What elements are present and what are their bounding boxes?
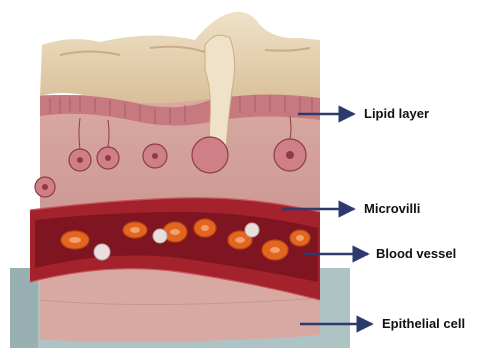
label-blood-vessel: Blood vessel [376, 246, 456, 261]
white-cell [153, 229, 167, 243]
white-cell [245, 223, 259, 237]
white-cell [94, 244, 110, 260]
label-microvilli: Microvilli [364, 201, 420, 216]
label-lipid-layer: Lipid layer [364, 106, 429, 121]
gland [192, 137, 228, 173]
top-lipid-layer [40, 12, 320, 103]
label-epithelial-cell: Epithelial cell [382, 316, 465, 331]
